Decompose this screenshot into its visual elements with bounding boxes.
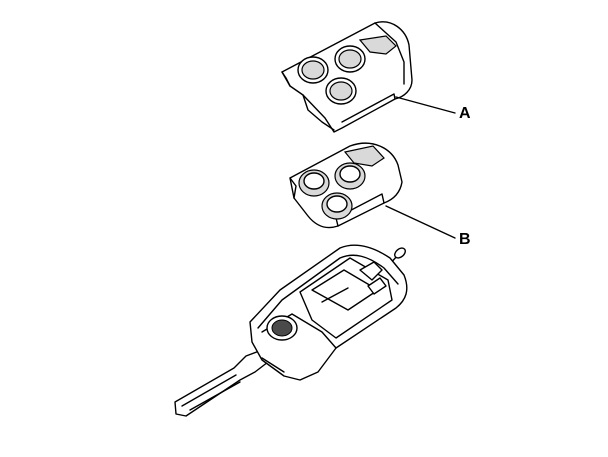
button-pad-part-b bbox=[289, 142, 456, 239]
button-cover-part-a bbox=[281, 21, 456, 133]
callout-label-a: A bbox=[459, 105, 471, 122]
key-body bbox=[174, 244, 408, 417]
callout-label-b: B bbox=[459, 231, 471, 248]
